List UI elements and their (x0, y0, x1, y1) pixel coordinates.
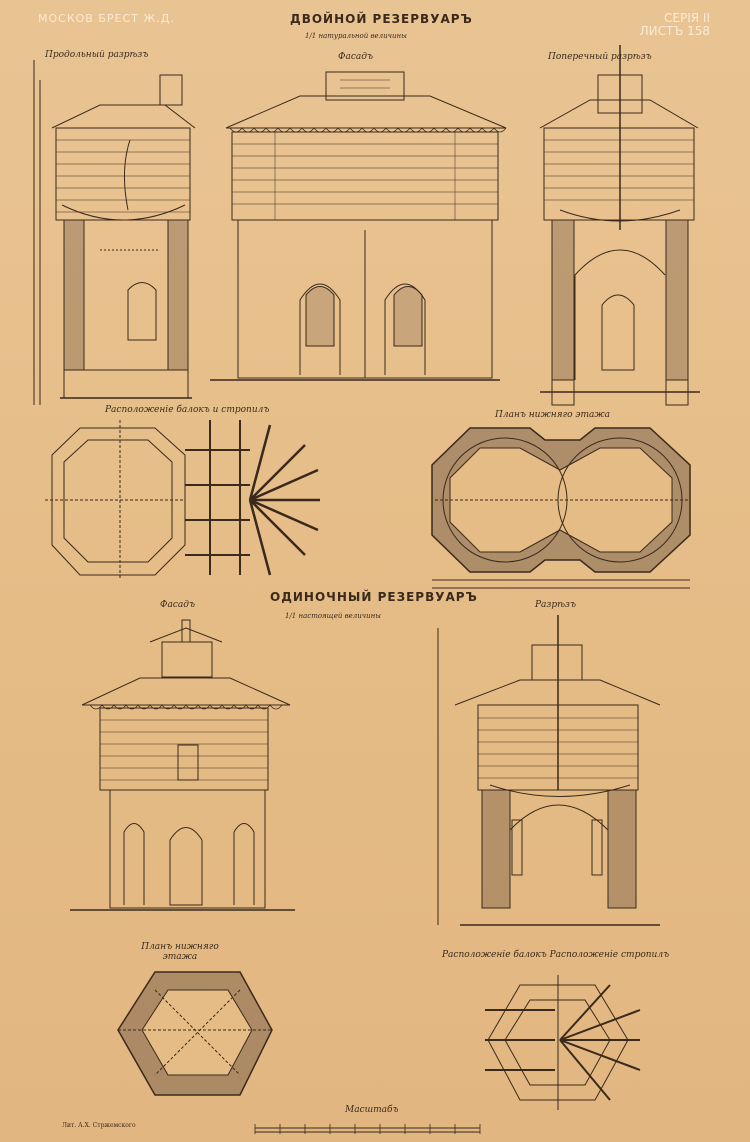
printer-credit: Лит. А.Х. Стржемского (62, 1122, 136, 1129)
single-scale-note: 1/1 настоящей величины (285, 612, 381, 620)
cross-section-drawing (539, 45, 700, 406)
scale-bar (254, 1124, 481, 1134)
single-beams-label: Расположеніе балокъ Расположеніе стропил… (442, 950, 670, 960)
single-facade-drawing (70, 619, 295, 911)
railway-header: МОСКОВ БРЕСТ Ж.Д. (38, 12, 175, 25)
cross-section-label: Поперечный разрѣзъ (548, 52, 652, 62)
series-label: СЕРІЯ II (664, 11, 710, 25)
double-facade-drawing (210, 71, 507, 381)
single-beams-drawing (485, 975, 641, 1110)
sheet-label: ЛИСТЪ 158 (639, 24, 710, 38)
single-section-drawing (437, 615, 661, 926)
single-plan-label: Планъ нижняго этажа (141, 942, 219, 962)
single-reservoir-title: ОДИНОЧНЫЙ РЕЗЕРВУАРЪ (270, 590, 478, 604)
double-beams-plan-drawing (45, 420, 320, 580)
double-beams-label: Расположеніе балокъ и стропилъ (105, 405, 270, 415)
single-facade-label: Фасадъ (160, 600, 195, 610)
series-header: СЕРІЯ II ЛИСТЪ 158 (640, 12, 710, 38)
double-reservoir-title: ДВОЙНОЙ РЕЗЕРВУАРЪ (290, 12, 473, 26)
scale-label: Масштабъ (345, 1105, 399, 1115)
double-floor-plan-drawing (431, 427, 691, 589)
longitudinal-section-drawing (33, 60, 196, 405)
double-plan-label: Планъ нижняго этажа (495, 410, 610, 420)
double-facade-label: Фасадъ (338, 52, 373, 62)
single-floor-plan-drawing (117, 971, 273, 1096)
double-scale-note: 1/1 натуральной величины (305, 32, 407, 40)
longitudinal-section-label: Продольный разрѣзъ (45, 50, 149, 60)
single-section-label: Разрѣзъ (535, 600, 576, 610)
